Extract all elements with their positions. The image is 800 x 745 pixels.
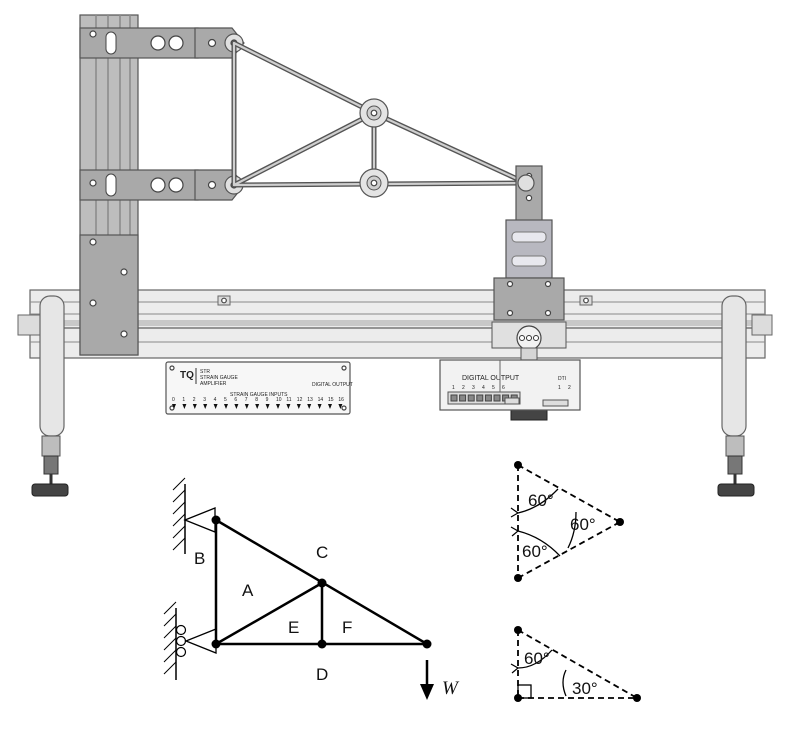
angle-label-bottom-left: 60° (522, 542, 548, 561)
node-bottom-middle (317, 639, 327, 649)
display-side-1: 1 (558, 385, 561, 391)
channel-number: 7 (245, 397, 248, 403)
display-num-5: 5 (492, 385, 495, 391)
channel-number: 14 (318, 397, 324, 403)
module-text-1: STR (200, 369, 210, 375)
channel-number: 10 (276, 397, 282, 403)
right-leg (717, 295, 773, 497)
channel-number: 12 (297, 397, 303, 403)
channel-number: 4 (214, 397, 217, 403)
angle-label-top: 60° (524, 649, 550, 668)
display-key (459, 394, 467, 402)
channel-connector (276, 404, 280, 409)
display-num-4: 4 (482, 385, 485, 391)
region-label-c: C (316, 543, 328, 562)
module-logo: TQ (180, 370, 194, 381)
display-num-3: 3 (472, 385, 475, 391)
channel-number: 11 (286, 397, 291, 403)
module-output-label: DIGITAL OUTPUT (312, 382, 353, 388)
lower-support (163, 601, 217, 680)
channel-connector (234, 404, 239, 409)
truss-line-diagram: W B A C E F D (163, 477, 460, 700)
display-key (450, 394, 458, 402)
node-tip (422, 639, 432, 649)
channel-connector (203, 404, 208, 409)
channel-connector (307, 404, 312, 409)
module-text-2: STRAIN GAUGE (200, 375, 238, 381)
display-num-6: 6 (502, 385, 505, 391)
channel-connector (224, 404, 228, 409)
right-angle-diagram: 60° 30° (510, 626, 641, 702)
truss-apparatus: TQ STR STRAIN GAUGE AMPLIFIER STRAIN GAU… (17, 14, 773, 497)
node-top-left (211, 515, 221, 525)
channel-connector (244, 404, 249, 409)
display-side-label: DTI (558, 376, 566, 382)
truss-nodes (211, 515, 432, 649)
node-bottom-left (211, 639, 221, 649)
region-label-d: D (316, 665, 328, 684)
joint-top (359, 98, 389, 128)
channel-number: 3 (203, 397, 206, 403)
channel-number: 8 (255, 397, 258, 403)
digital-output-module: DIGITAL OUTPUT 1 2 3 4 5 6 DTI 1 2 (439, 359, 581, 411)
display-key (467, 394, 475, 402)
angle-label-30: 30° (572, 679, 598, 698)
angle-label-right: 60° (570, 515, 596, 534)
node-middle (317, 578, 327, 588)
channel-number: 13 (307, 397, 313, 403)
channel-connector (172, 404, 176, 409)
channel-number: 16 (338, 397, 344, 403)
region-label-f: F (342, 618, 352, 637)
channel-connector (286, 404, 291, 409)
module-text-3: AMPLIFIER (200, 381, 227, 387)
angle-label-top-left: 60° (528, 491, 554, 510)
lower-bracket (79, 169, 245, 201)
equilateral-angle-diagram: 60° 60° 60° (510, 461, 624, 582)
left-leg (17, 295, 69, 497)
display-key (476, 394, 484, 402)
channel-number: 6 (234, 397, 237, 403)
display-title: DIGITAL OUTPUT (462, 375, 520, 382)
channel-connector (213, 404, 218, 409)
channel-number: 0 (172, 397, 175, 403)
channel-number: 9 (266, 397, 269, 403)
region-label-b: B (194, 549, 205, 568)
load-label: W (442, 678, 460, 699)
display-num-2: 2 (462, 385, 465, 391)
region-label-e: E (288, 618, 299, 637)
upper-support (172, 477, 216, 554)
display-key (484, 394, 492, 402)
joint-middle (359, 168, 389, 198)
channel-connector (328, 404, 332, 409)
channel-connector (192, 404, 197, 409)
channel-connector (296, 404, 301, 409)
load-arrow: W (420, 660, 460, 700)
display-num-1: 1 (452, 385, 455, 391)
channel-connector (255, 404, 260, 409)
channel-connector (182, 404, 187, 409)
display-key (493, 394, 501, 402)
channel-connector (317, 404, 322, 409)
channel-connector (338, 404, 343, 409)
upper-bracket (79, 27, 245, 59)
channel-number: 1 (182, 397, 185, 403)
display-side-2: 2 (568, 385, 571, 391)
strain-gauge-module: TQ STR STRAIN GAUGE AMPLIFIER STRAIN GAU… (165, 361, 353, 415)
region-label-a: A (242, 581, 254, 600)
base-rail (29, 289, 766, 359)
channel-connector (265, 404, 270, 409)
channel-number: 15 (328, 397, 334, 403)
module-subtitle: STRAIN GAUGE INPUTS (230, 392, 288, 398)
channel-number: 5 (224, 397, 227, 403)
truss-members (231, 40, 529, 188)
channel-number: 2 (193, 397, 196, 403)
